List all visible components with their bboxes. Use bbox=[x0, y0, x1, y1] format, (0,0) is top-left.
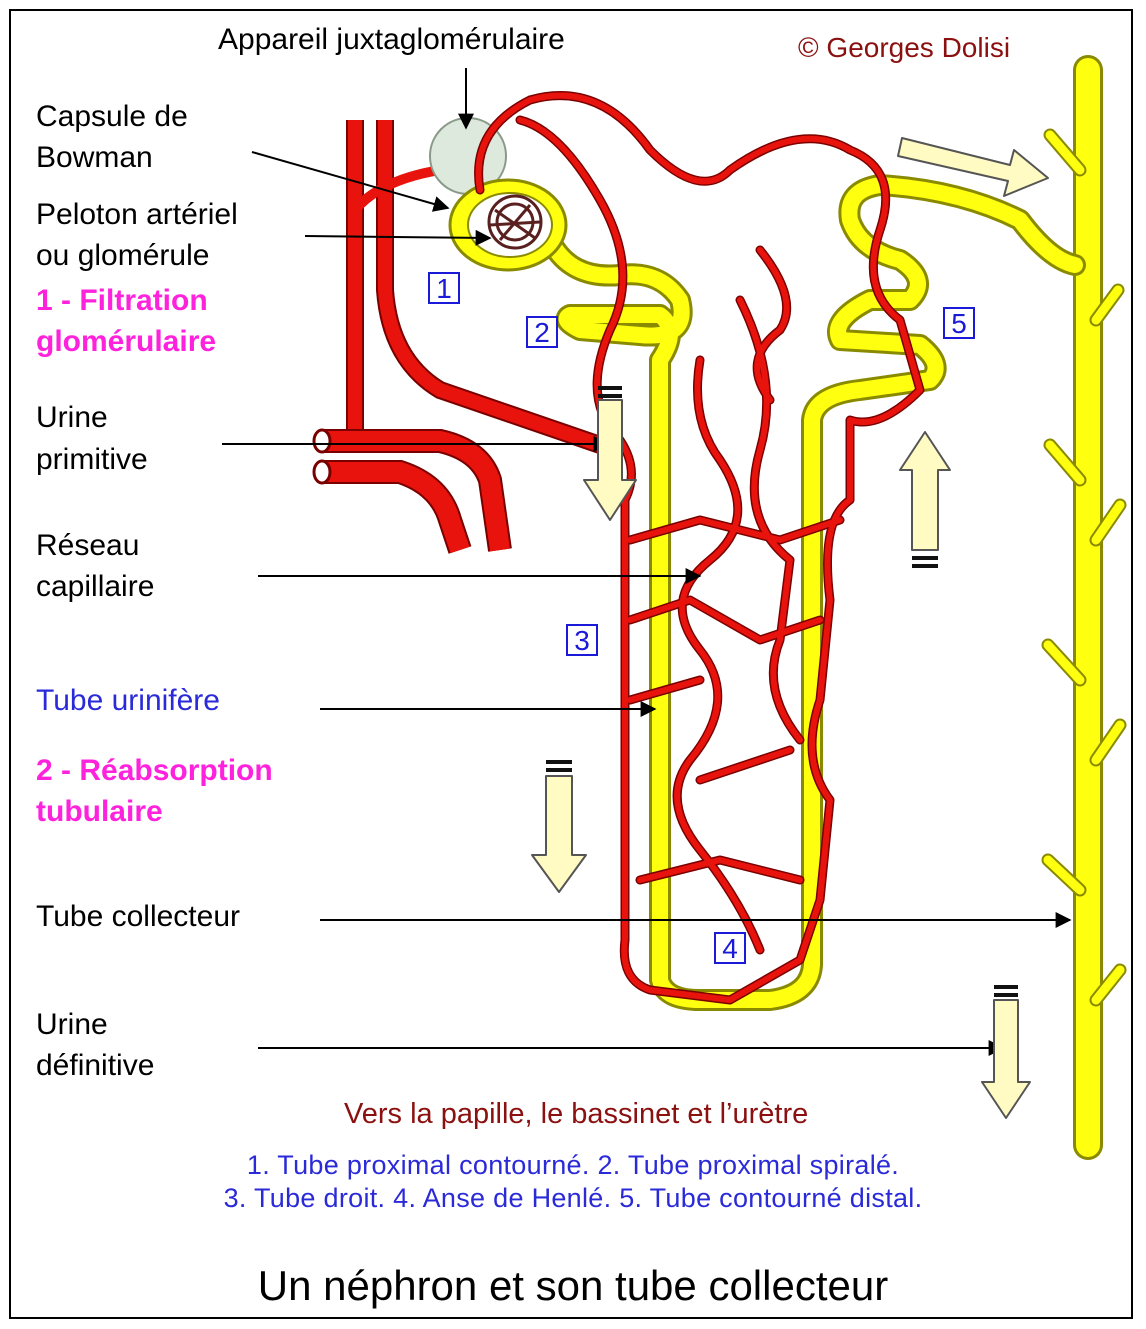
label-juxtaglomerular: Appareil juxtaglomérulaire bbox=[218, 20, 565, 60]
label-filtration-1: 1 - Filtration bbox=[36, 281, 208, 321]
label-reabsorption-1: 2 - Réabsorption bbox=[36, 751, 273, 791]
legend-line-1: 1. Tube proximal contourné. 2. Tube prox… bbox=[0, 1150, 1146, 1181]
label-capsule-2: Bowman bbox=[36, 138, 153, 178]
arrow-down-reabsorption bbox=[532, 776, 586, 892]
number-box-4: 4 bbox=[714, 932, 746, 964]
arrow-up-distal bbox=[900, 432, 950, 550]
label-reabsorption-2: tubulaire bbox=[36, 792, 163, 832]
label-capsule-1: Capsule de bbox=[36, 97, 188, 137]
arrow-down-definitive bbox=[982, 1000, 1030, 1118]
label-peloton-1: Peloton artériel bbox=[36, 195, 238, 235]
label-peloton-2: ou glomérule bbox=[36, 236, 209, 276]
number-box-5: 5 bbox=[943, 307, 975, 339]
number-box-2: 2 bbox=[526, 316, 558, 348]
label-reseau-1: Réseau bbox=[36, 526, 139, 566]
label-urine-primitive-2: primitive bbox=[36, 440, 148, 480]
legend-line-2: 3. Tube droit. 4. Anse de Henlé. 5. Tube… bbox=[0, 1183, 1146, 1214]
bowman-capsule bbox=[450, 180, 566, 270]
label-urine-primitive-1: Urine bbox=[36, 398, 108, 438]
number-box-3: 3 bbox=[566, 624, 598, 656]
collecting-duct bbox=[1048, 70, 1120, 1145]
label-urine-definitive-1: Urine bbox=[36, 1005, 108, 1045]
label-urine-definitive-2: définitive bbox=[36, 1046, 154, 1086]
number-box-1: 1 bbox=[428, 272, 460, 304]
label-filtration-2: glomérulaire bbox=[36, 322, 216, 362]
copyright: © Georges Dolisi bbox=[798, 28, 1010, 68]
label-vers-papille: Vers la papille, le bassinet et l’urètre bbox=[344, 1094, 808, 1134]
label-tube-collecteur: Tube collecteur bbox=[36, 897, 240, 937]
diagram-title: Un néphron et son tube collecteur bbox=[0, 1262, 1146, 1310]
label-tube-urinifere: Tube urinifère bbox=[36, 681, 220, 721]
label-reseau-2: capillaire bbox=[36, 567, 154, 607]
